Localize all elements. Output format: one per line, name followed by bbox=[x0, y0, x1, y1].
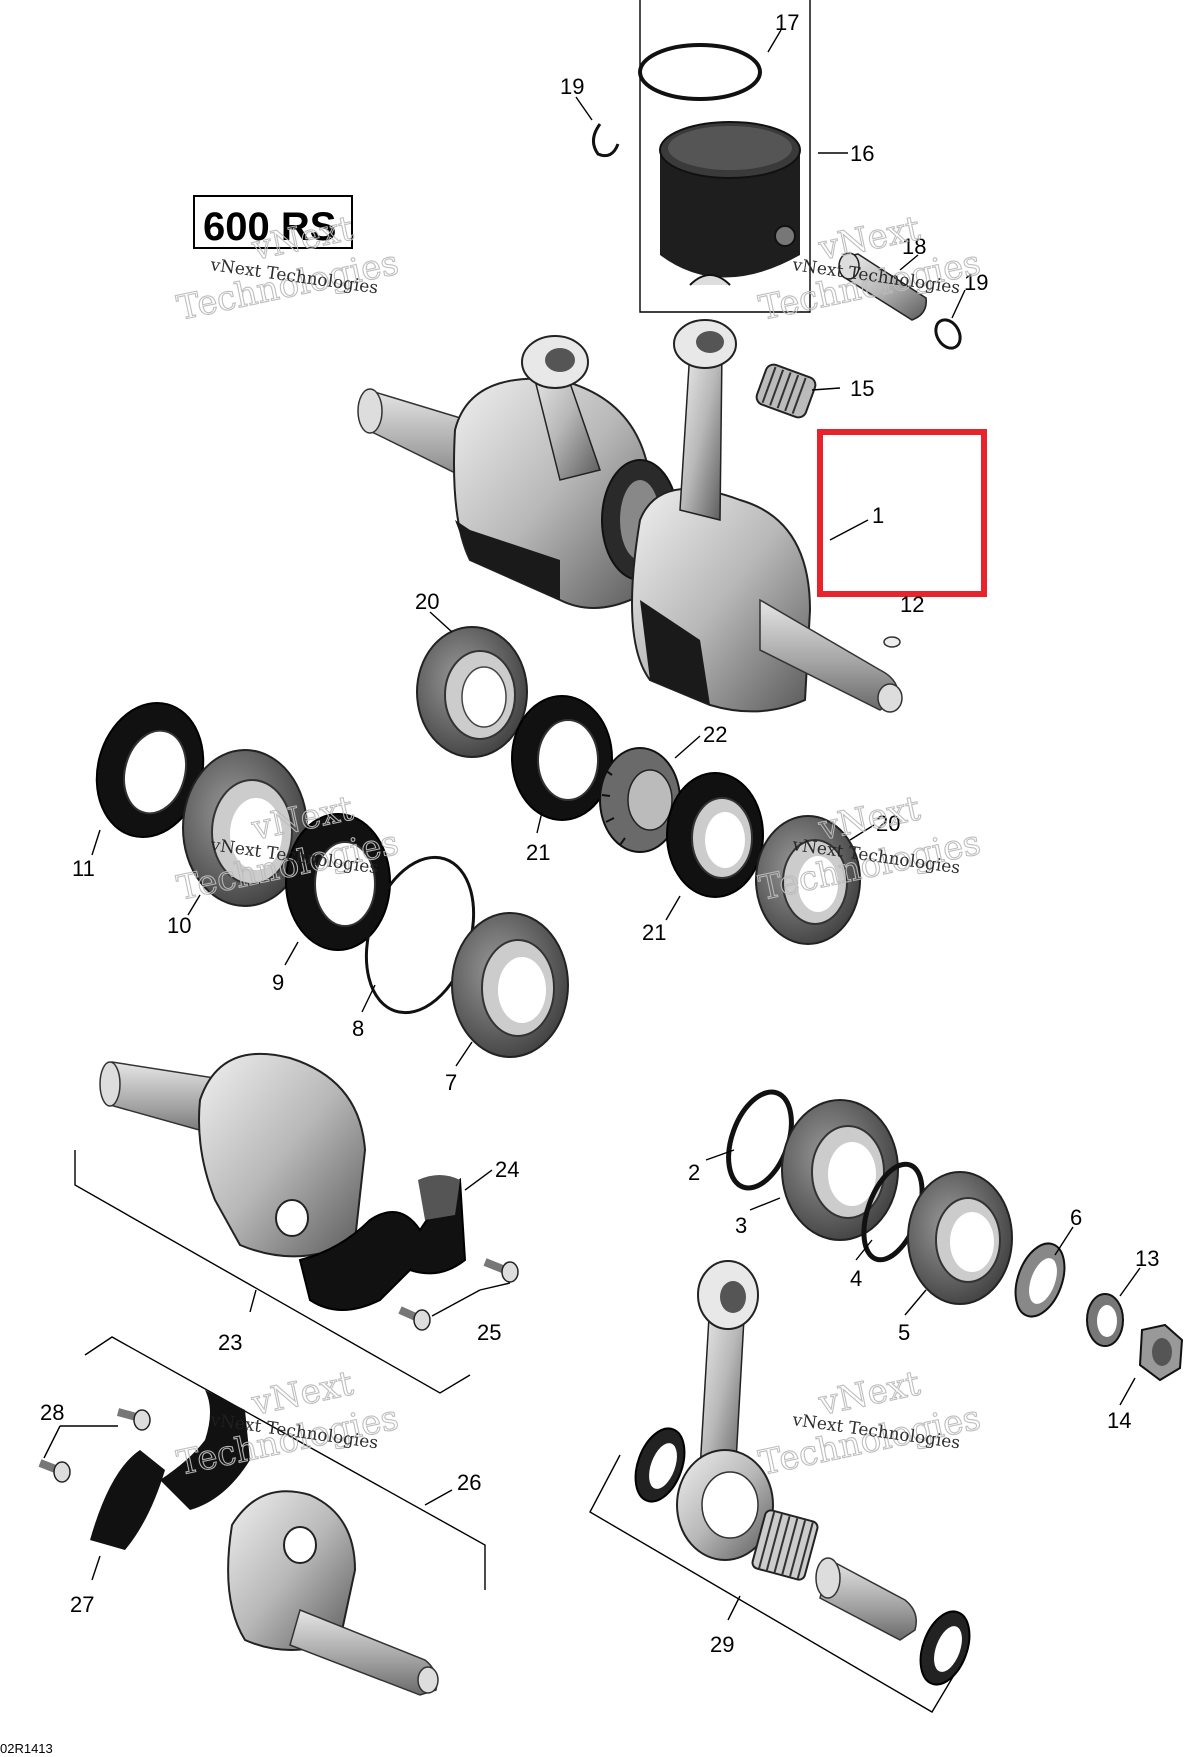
callout-17[interactable]: 17 bbox=[775, 10, 799, 35]
callout-23[interactable]: 23 bbox=[218, 1330, 242, 1355]
piston-part-16 bbox=[659, 121, 801, 286]
bracket-part-29 bbox=[589, 1454, 961, 1713]
callout-18[interactable]: 18 bbox=[902, 234, 926, 259]
nut-part-14 bbox=[1138, 1323, 1184, 1382]
callout-22[interactable]: 22 bbox=[703, 722, 727, 747]
callout-29[interactable]: 29 bbox=[710, 1632, 734, 1657]
callout-labels: 17 16 19 18 19 15 1 12 20 22 21 21 20 11… bbox=[40, 10, 1159, 1657]
callout-10[interactable]: 10 bbox=[167, 913, 191, 938]
callout-20-right[interactable]: 20 bbox=[876, 811, 900, 836]
callout-11[interactable]: 11 bbox=[72, 856, 95, 881]
piston-ring-part-17 bbox=[638, 43, 762, 101]
watermark-6: vNext Technologies vNext Technologies bbox=[755, 1363, 985, 1484]
bearing-part-3 bbox=[781, 1099, 899, 1241]
model-label-text: 600 RS bbox=[203, 205, 336, 249]
callout-1[interactable]: 1 bbox=[872, 503, 884, 528]
half-crankshaft-part-23 bbox=[99, 1052, 367, 1258]
half-crankshaft-part-26 bbox=[227, 1490, 439, 1696]
bearing-part-7 bbox=[451, 912, 569, 1058]
callout-19-right[interactable]: 19 bbox=[964, 270, 988, 295]
callout-27[interactable]: 27 bbox=[70, 1592, 94, 1617]
woodruff-key-part-12 bbox=[883, 636, 901, 648]
piston-pin-part-18 bbox=[838, 252, 927, 321]
callout-7[interactable]: 7 bbox=[445, 1070, 457, 1095]
bearing-part-20-left bbox=[416, 626, 528, 758]
callout-14[interactable]: 14 bbox=[1107, 1408, 1131, 1433]
callout-21-left[interactable]: 21 bbox=[526, 840, 550, 865]
lock-washer-part-13 bbox=[1086, 1293, 1124, 1347]
callout-21-right[interactable]: 21 bbox=[642, 920, 666, 945]
circlip-part-19-top bbox=[592, 123, 620, 158]
bearing-part-5 bbox=[907, 1171, 1013, 1305]
callout-12[interactable]: 12 bbox=[900, 592, 924, 617]
highlight-box bbox=[817, 429, 987, 597]
callout-25[interactable]: 25 bbox=[477, 1320, 501, 1345]
callout-6[interactable]: 6 bbox=[1070, 1205, 1082, 1230]
piston-kit-bracket bbox=[639, 0, 811, 313]
callout-13[interactable]: 13 bbox=[1135, 1246, 1159, 1271]
callout-26[interactable]: 26 bbox=[457, 1470, 481, 1495]
crankshaft-assembly-part-1 bbox=[357, 319, 903, 713]
callout-28[interactable]: 28 bbox=[40, 1400, 64, 1425]
callout-4[interactable]: 4 bbox=[850, 1266, 862, 1291]
callout-20-left[interactable]: 20 bbox=[415, 589, 439, 614]
oil-seal-part-9 bbox=[285, 813, 391, 951]
callout-15[interactable]: 15 bbox=[850, 376, 874, 401]
watermark-5: vNext Technologies vNext Technologies bbox=[173, 1363, 403, 1484]
bearing-part-20-right bbox=[755, 815, 861, 945]
callout-8[interactable]: 8 bbox=[352, 1016, 364, 1041]
bracket-part-23 bbox=[74, 1150, 471, 1394]
model-label: 600 RS bbox=[193, 195, 353, 249]
gear-part-22 bbox=[599, 747, 681, 853]
washer-part-6 bbox=[1014, 1242, 1066, 1318]
oil-seal-part-11 bbox=[95, 701, 205, 839]
screw-part-25 bbox=[398, 1258, 519, 1331]
oil-seal-part-21-left bbox=[511, 695, 613, 821]
connecting-rod-kit-part-29 bbox=[634, 1260, 971, 1686]
needle-bearing-part-15 bbox=[755, 363, 817, 419]
bracket-part-26 bbox=[84, 1336, 486, 1590]
callout-9[interactable]: 9 bbox=[272, 970, 284, 995]
leader-lines bbox=[43, 29, 1141, 1621]
callout-24[interactable]: 24 bbox=[495, 1157, 519, 1182]
screw-part-28 bbox=[38, 1408, 151, 1483]
bearing-part-10 bbox=[182, 749, 308, 907]
callout-19-top[interactable]: 19 bbox=[560, 74, 584, 99]
callout-3[interactable]: 3 bbox=[735, 1213, 747, 1238]
callout-16[interactable]: 16 bbox=[850, 141, 874, 166]
drawing-code: 02R1413 bbox=[0, 1741, 53, 1756]
callout-2[interactable]: 2 bbox=[688, 1160, 700, 1185]
counterweight-insert-part-27 bbox=[90, 1390, 250, 1550]
callout-5[interactable]: 5 bbox=[898, 1320, 910, 1345]
oil-seal-part-21-right bbox=[666, 772, 764, 898]
circlip-part-19-right bbox=[934, 318, 962, 350]
counterweight-insert-part-24 bbox=[298, 1175, 467, 1311]
